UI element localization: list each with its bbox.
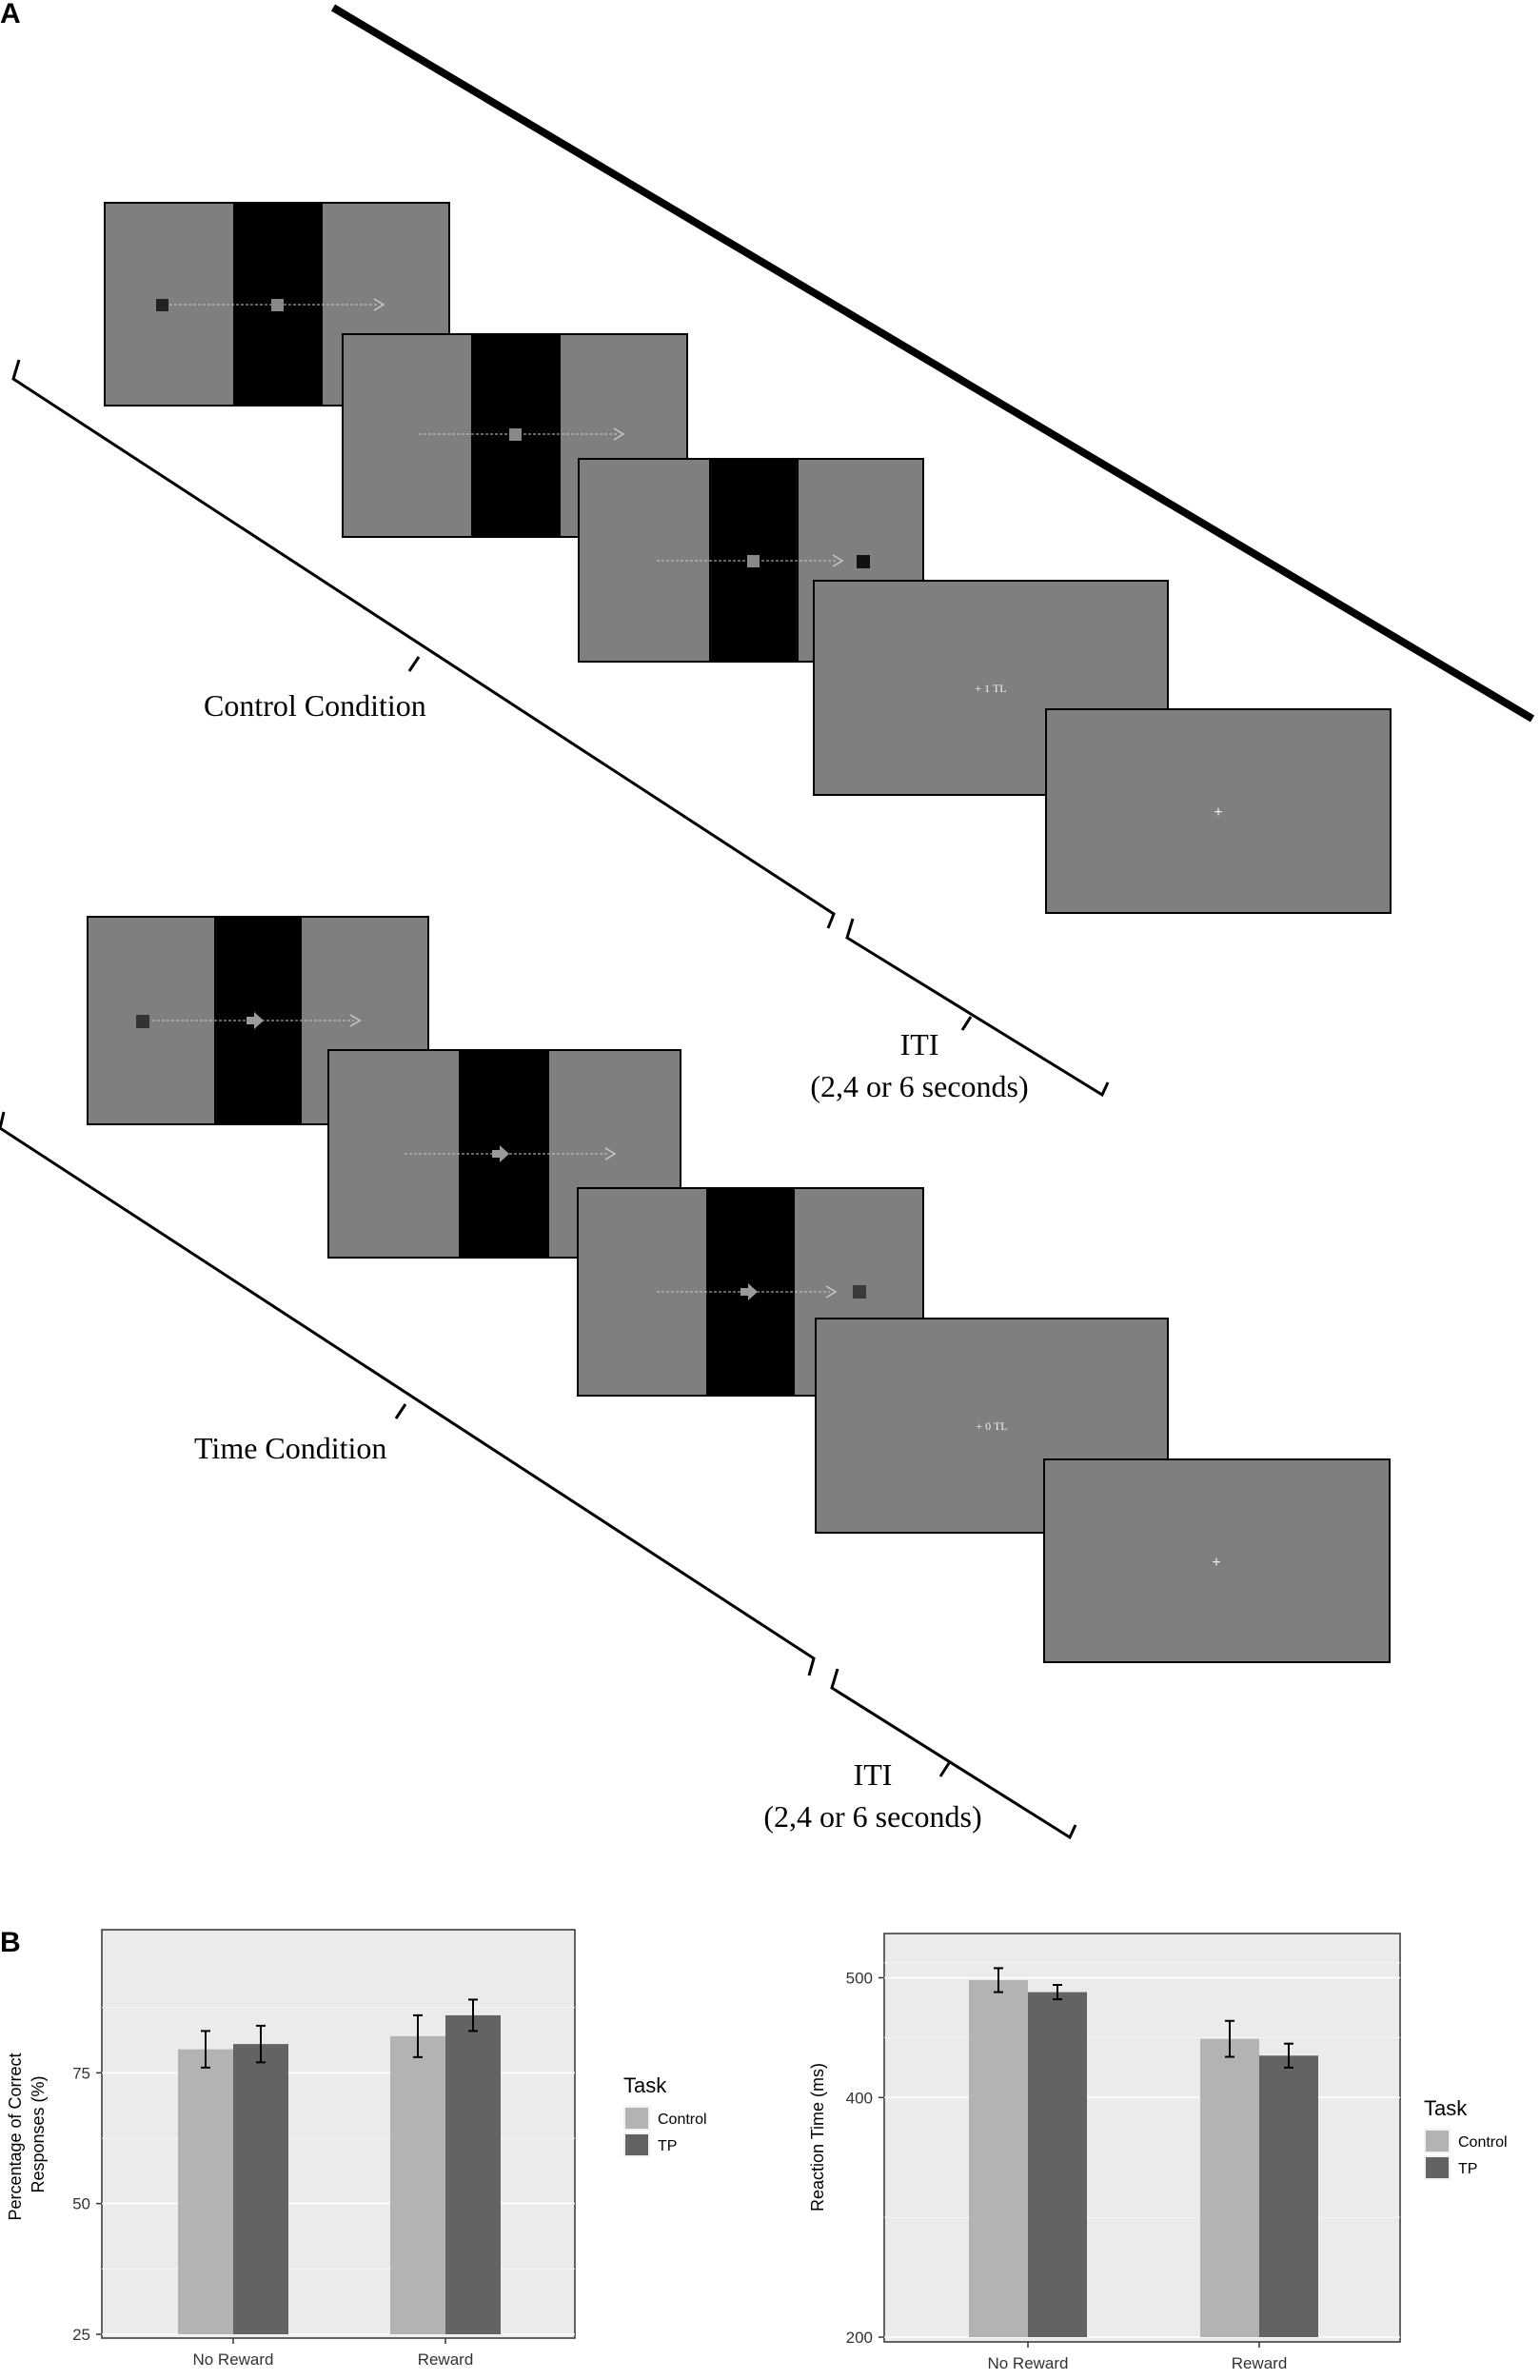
bar — [445, 2014, 501, 2334]
time-fixation-screen: + — [1043, 1458, 1391, 1663]
x-tick-label: No Reward — [192, 2350, 273, 2369]
arrow-icon — [492, 1145, 509, 1162]
bar — [1200, 2038, 1259, 2337]
time-condition-label: Time Condition — [194, 1431, 386, 1465]
y-tick-label: 50 — [72, 2195, 90, 2213]
square-icon — [156, 299, 168, 311]
time-iti-brace — [830, 1668, 1077, 1840]
control-condition-brace — [11, 359, 836, 929]
bar — [178, 2049, 233, 2334]
panel-b-label: B — [0, 1927, 21, 1958]
feedback-text: + 0 TL — [976, 1419, 1007, 1433]
checker-icon — [271, 299, 284, 311]
time-iti-label: ITI — [854, 1757, 893, 1792]
legend-entry: Control — [658, 2112, 707, 2128]
accuracy-chart: 25 50 75 No Reward Reward Percentage of Cor… — [6, 1929, 707, 2369]
bar — [1028, 1992, 1087, 2337]
square-icon — [853, 1285, 866, 1299]
y-axis-label: Reaction Time (ms) — [808, 2063, 827, 2211]
y-axis-label-line1: Percentage of Correct — [6, 2053, 25, 2220]
legend-swatch — [1426, 2131, 1449, 2152]
legend-entry: TP — [1458, 2161, 1477, 2177]
y-tick-label: 200 — [846, 2329, 873, 2347]
legend-title: Task — [623, 2073, 667, 2097]
bar — [1259, 2055, 1318, 2337]
bar — [390, 2035, 445, 2334]
fixation-cross: + — [1212, 1555, 1220, 1571]
legend-entry: Control — [1458, 2134, 1508, 2151]
legend-swatch — [1426, 2157, 1449, 2178]
bar — [969, 1979, 1028, 2337]
timeline-diagonal — [330, 4, 1535, 723]
legend-swatch — [625, 2108, 648, 2129]
y-tick-label: 75 — [72, 2064, 90, 2082]
control-iti-brace — [845, 918, 1110, 1098]
time-condition-brace — [0, 1111, 816, 1676]
legend-swatch — [625, 2134, 648, 2155]
control-iti-label: ITI — [900, 1027, 939, 1061]
legend-entry: TP — [658, 2138, 677, 2154]
control-fixation-screen: + — [1045, 708, 1392, 914]
bar — [233, 2044, 288, 2334]
y-tick-label: 25 — [72, 2326, 90, 2344]
plot-panel — [883, 1933, 1401, 2343]
checker-icon — [747, 555, 760, 567]
y-tick-label: 400 — [846, 2089, 873, 2107]
checker-icon — [509, 428, 522, 441]
control-iti-duration: (2,4 or 6 seconds) — [810, 1069, 1028, 1103]
x-tick-label: No Reward — [987, 2354, 1068, 2372]
square-icon — [857, 555, 870, 568]
x-tick-label: Reward — [418, 2350, 474, 2369]
fixation-cross: + — [1214, 804, 1222, 821]
time-iti-duration: (2,4 or 6 seconds) — [763, 1799, 981, 1834]
x-tick-label: Reward — [1232, 2354, 1288, 2372]
arrow-icon — [740, 1283, 758, 1300]
feedback-text: + 1 TL — [975, 682, 1006, 695]
y-tick-label: 500 — [846, 1969, 873, 1987]
square-icon — [136, 1015, 149, 1028]
panel-a-label: A — [0, 0, 21, 30]
y-axis-label: Percentage of Correct Responses (%) — [6, 2048, 48, 2220]
reaction-time-chart: 200 400 500 No Reward Reward Reaction Time … — [808, 1933, 1508, 2372]
legend-title: Task — [1424, 2096, 1468, 2120]
arrow-icon — [247, 1012, 264, 1029]
y-axis-label-line2: Responses (%) — [29, 2075, 48, 2192]
control-condition-label: Control Condition — [204, 688, 426, 723]
plot-panel — [101, 1929, 576, 2339]
